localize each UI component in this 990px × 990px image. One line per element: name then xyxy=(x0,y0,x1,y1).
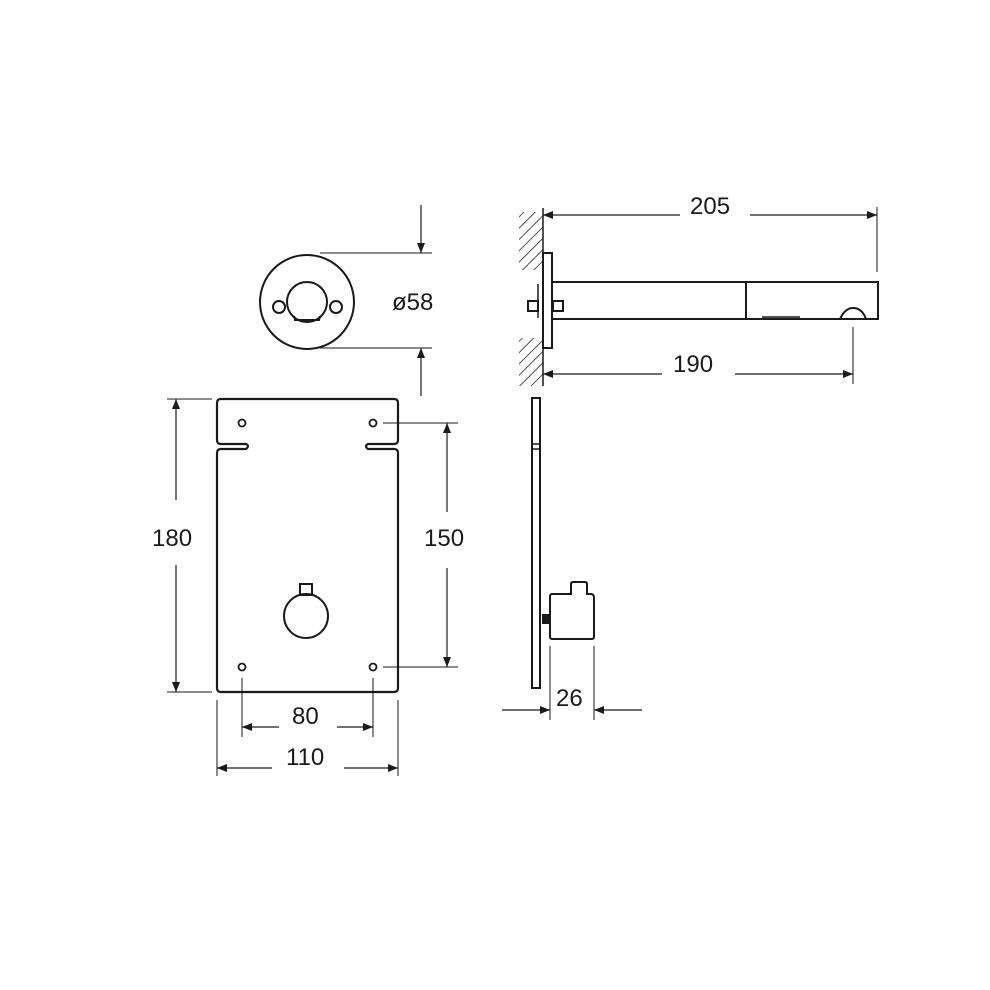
spout-nut-front xyxy=(552,300,564,312)
rosette-center-bore xyxy=(286,281,328,323)
rosette-screw-hole-left xyxy=(272,300,286,314)
dimension-hole-spacing-150: 150 xyxy=(424,525,464,552)
valve-connector xyxy=(542,614,550,624)
spout-nut-rear xyxy=(527,300,539,312)
wall-hatching-top xyxy=(519,212,543,270)
rosette-screw-hole-right xyxy=(329,300,343,314)
dimension-depth-26: 26 xyxy=(556,685,583,712)
rosette-outline xyxy=(259,254,355,350)
mounting-hole-bottom-right xyxy=(368,662,378,672)
mounting-plate-outline xyxy=(215,397,400,694)
dimension-hole-spacing-80: 80 xyxy=(292,703,319,730)
dimension-height-180: 180 xyxy=(152,525,192,552)
rosette-bore-tab xyxy=(293,315,321,321)
mounting-hole-top-left xyxy=(237,418,247,428)
mounting-plate-front-view: 180 150 80 110 xyxy=(152,397,464,776)
spout-flange xyxy=(542,252,553,349)
valve-box-side xyxy=(549,581,595,640)
wall-hatching-bottom xyxy=(519,338,543,386)
spout-body xyxy=(551,281,879,320)
mounting-hole-top-right xyxy=(368,418,378,428)
mounting-hole-bottom-left xyxy=(237,662,247,672)
dimension-projection-205: 205 xyxy=(690,193,730,220)
rosette-front-view: ø58 xyxy=(259,205,433,396)
valve-body xyxy=(283,593,329,639)
mounting-plate-side-view: 26 xyxy=(502,397,642,720)
spout-aerator xyxy=(838,306,868,320)
spout-side-view: 205 190 xyxy=(519,193,879,386)
dimension-diameter: ø58 xyxy=(392,289,433,316)
valve-key xyxy=(299,583,313,596)
plate-side-profile xyxy=(531,397,541,689)
dimension-outlet-190: 190 xyxy=(673,351,713,378)
dimension-width-110: 110 xyxy=(286,744,324,771)
